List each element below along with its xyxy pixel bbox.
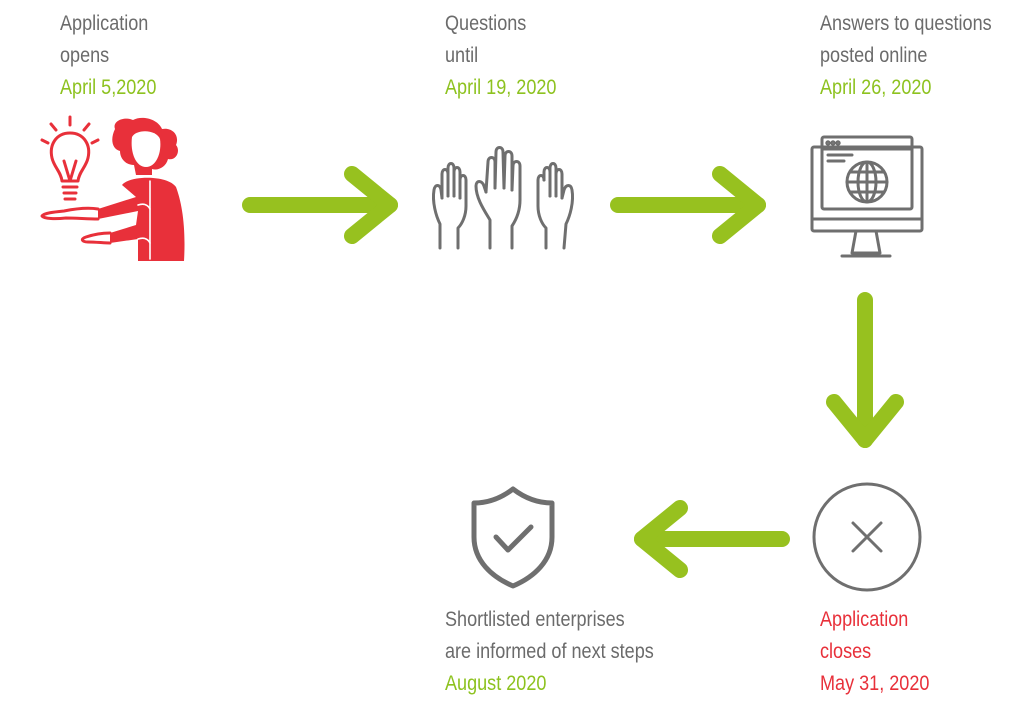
- step-subtitle: posted online: [820, 44, 928, 67]
- step-date: May 31, 2020: [820, 672, 930, 695]
- shield-check-icon: [471, 486, 555, 589]
- step-shortlisted-label: Shortlisted enterprises are informed of …: [445, 604, 654, 700]
- step-questions-label: Questions until April 19, 2020: [445, 8, 556, 104]
- raised-hands-icon: [432, 146, 574, 250]
- step-subtitle: are informed of next steps: [445, 640, 654, 663]
- arrow-right-icon: [242, 166, 398, 244]
- step-date: April 5,2020: [60, 76, 157, 99]
- step-subtitle: opens: [60, 44, 110, 67]
- monitor-globe-icon: [810, 135, 924, 258]
- step-title: Application: [820, 608, 909, 631]
- arrow-down-icon: [826, 292, 904, 448]
- step-title: Application: [60, 12, 149, 35]
- step-application-opens-label: Application opens April 5,2020: [60, 8, 156, 104]
- presenter-with-lightbulb-icon: [40, 115, 185, 261]
- step-title: Questions: [445, 12, 527, 35]
- step-date: August 2020: [445, 672, 547, 695]
- step-subtitle: until: [445, 44, 479, 67]
- close-circle-icon: [812, 482, 922, 592]
- step-answers-label: Answers to questions posted online April…: [820, 8, 992, 104]
- step-title: Answers to questions: [820, 12, 992, 35]
- step-date: April 26, 2020: [820, 76, 932, 99]
- step-date: April 19, 2020: [445, 76, 557, 99]
- step-title: Shortlisted enterprises: [445, 608, 625, 631]
- arrow-left-icon: [634, 500, 790, 578]
- step-closes-label: Application closes May 31, 2020: [820, 604, 929, 700]
- arrow-right-icon: [610, 166, 766, 244]
- step-subtitle: closes: [820, 640, 872, 663]
